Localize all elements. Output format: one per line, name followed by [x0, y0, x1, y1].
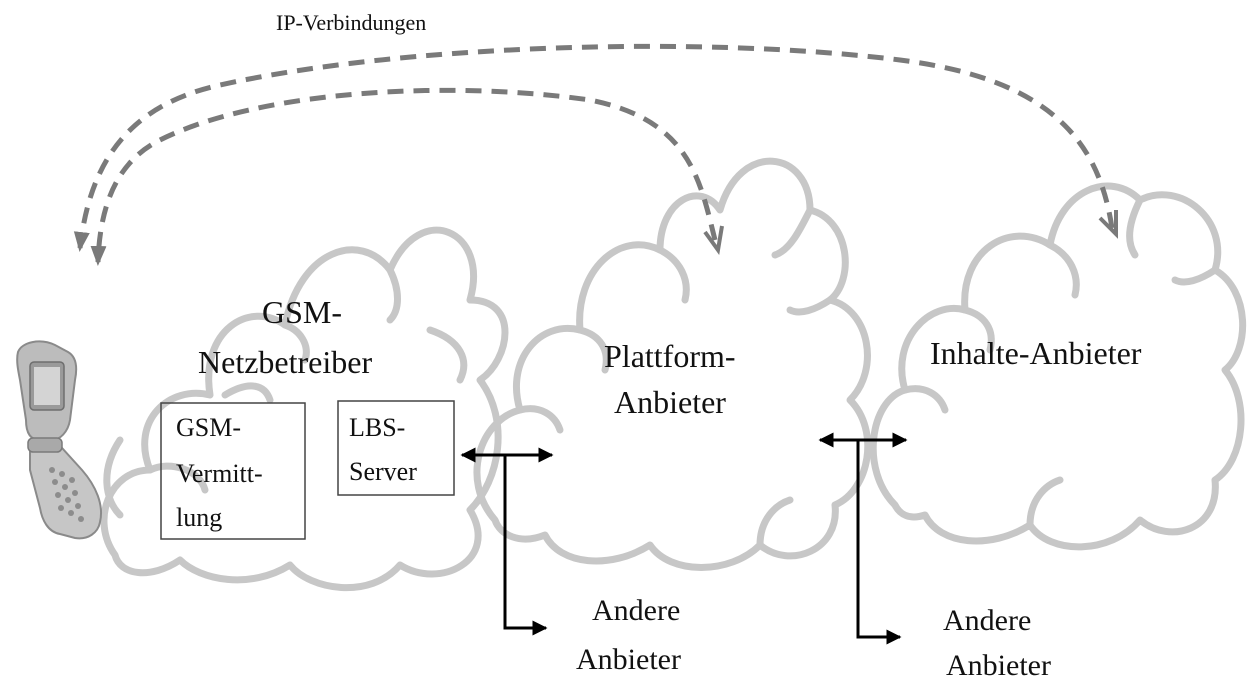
content-provider-label: Inhalte-Anbieter	[930, 335, 1142, 371]
ip-connections-label: IP-Verbindungen	[276, 10, 427, 35]
gsm-switching-label-line2: Vermitt-	[176, 459, 263, 488]
ip-connection-arrow-platform	[90, 87, 718, 266]
gsm-switching-label-line1: GSM-	[176, 413, 242, 442]
lbs-server-box	[337, 400, 455, 496]
gsm-operator-label-line2: Netzbetreiber	[198, 344, 373, 380]
arrow-other-providers-2	[856, 440, 902, 645]
arrow-other-providers-1	[503, 455, 548, 636]
platform-provider-label-line1: Plattform-	[604, 338, 736, 374]
other-providers-2-label-line1: Andere	[943, 604, 1032, 637]
lbs-server-label-line1: LBS-	[349, 413, 406, 442]
mobile-phone-icon	[16, 340, 102, 540]
lbs-server-label-line2: Server	[349, 457, 417, 486]
gsm-operator-label-line1: GSM-	[262, 294, 343, 330]
other-providers-1-label-line2: Anbieter	[576, 643, 681, 676]
gsm-switching-label-line3: lung	[176, 503, 223, 532]
cloud-gsm-operator	[100, 226, 509, 591]
ip-arrowhead-platform	[703, 225, 724, 256]
ip-arrowhead-content	[1098, 210, 1118, 239]
platform-provider-label-line2: Anbieter	[614, 384, 726, 420]
other-providers-2-label-line2: Anbieter	[946, 649, 1051, 682]
cloud-content-provider	[869, 182, 1247, 551]
cloud-platform-provider	[473, 157, 872, 571]
ip-connection-arrow-content	[73, 43, 1115, 252]
other-providers-1-label-line1: Andere	[592, 594, 681, 627]
gsm-switching-box	[160, 402, 306, 540]
